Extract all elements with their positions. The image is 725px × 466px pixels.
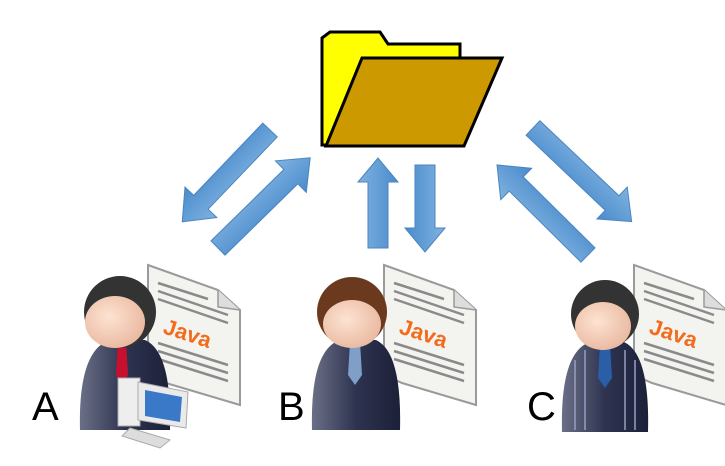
arrow-folder-to-a-icon — [181, 122, 278, 223]
user-label-a: A — [32, 385, 59, 429]
person-icon — [311, 277, 401, 430]
java-document-icon: Java — [382, 263, 478, 407]
arrow-c-to-folder-icon — [496, 164, 596, 263]
arrow-b-to-folder-icon — [356, 157, 400, 249]
computer-icon — [117, 377, 189, 449]
user-c: Java C — [527, 263, 725, 432]
person-icon — [561, 280, 649, 432]
java-document-icon: Java — [146, 263, 242, 407]
shared-folder-icon — [320, 30, 505, 148]
arrow-folder-to-c-icon — [525, 120, 633, 223]
user-b: Java B — [278, 263, 478, 430]
user-label-c: C — [527, 385, 556, 429]
arrow-folder-to-b-icon — [403, 164, 447, 253]
java-document-icon: Java — [632, 263, 725, 407]
arrow-a-to-folder-icon — [210, 157, 311, 256]
user-a: Java A — [32, 263, 242, 449]
user-label-b: B — [278, 385, 305, 429]
